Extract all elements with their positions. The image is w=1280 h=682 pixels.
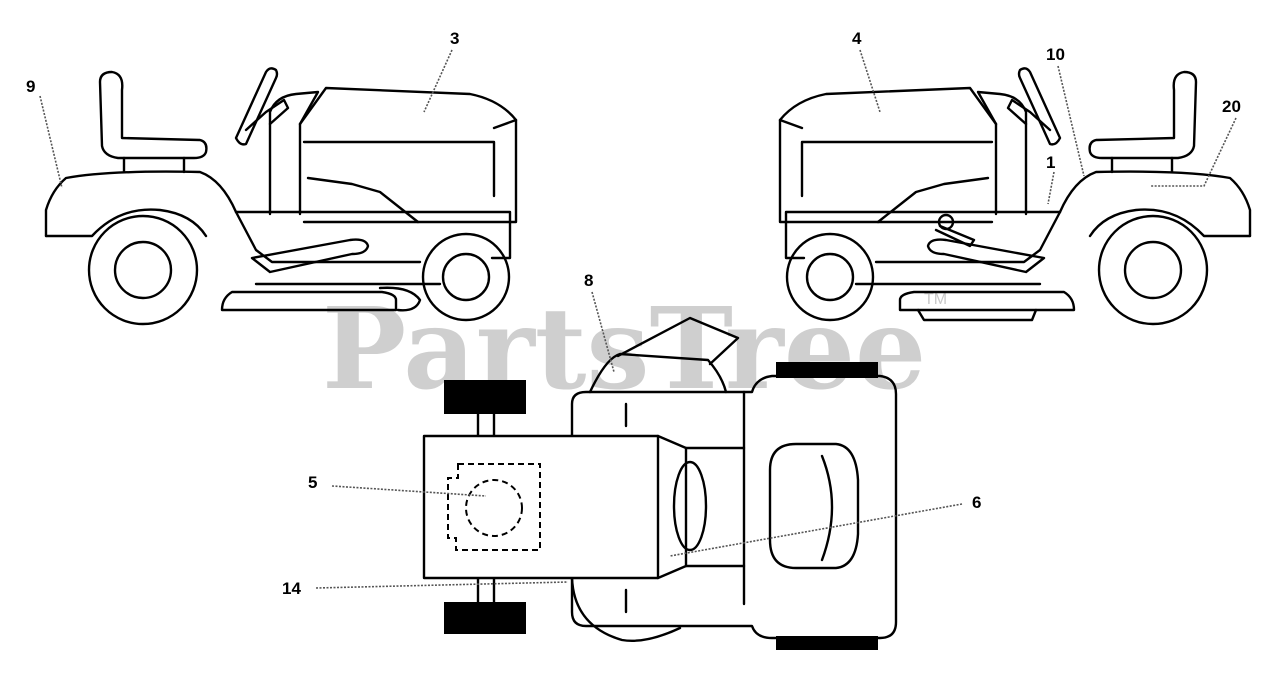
callout-4: 4 — [852, 29, 862, 48]
callout-5: 5 — [308, 473, 317, 492]
trademark-symbol: TM — [924, 291, 947, 308]
callout-6: 6 — [972, 493, 981, 512]
front-wheel-left — [421, 232, 511, 322]
leader-lines — [39, 49, 1237, 589]
callout-8: 8 — [584, 271, 593, 290]
rear-wheel-left — [87, 214, 199, 326]
front-tire-top — [444, 380, 526, 414]
front-tire-bottom — [444, 602, 526, 634]
callout-10: 10 — [1046, 45, 1065, 64]
top-view-tractor — [422, 316, 898, 650]
rear-tire-top — [776, 362, 878, 378]
rear-wheel-right — [1097, 214, 1209, 326]
front-wheel-right — [785, 232, 875, 322]
rear-tire-bottom — [776, 636, 878, 650]
callout-labels: 9 3 4 10 20 1 8 5 6 14 — [26, 29, 1241, 598]
callout-3: 3 — [450, 29, 459, 48]
callout-20: 20 — [1222, 97, 1241, 116]
callout-14: 14 — [282, 579, 301, 598]
right-side-tractor — [778, 67, 1252, 326]
callout-1: 1 — [1046, 153, 1055, 172]
partstree-watermark: PartsTree — [322, 284, 926, 415]
callout-9: 9 — [26, 77, 35, 96]
left-side-tractor — [44, 67, 518, 326]
